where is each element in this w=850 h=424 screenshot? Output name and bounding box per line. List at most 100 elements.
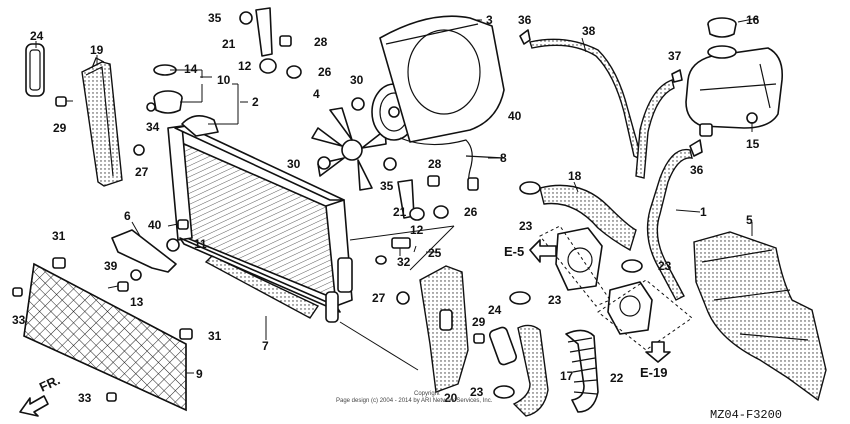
callout-20: 20: [444, 391, 458, 405]
callout-31-a: 31: [52, 229, 66, 243]
part-1-siphon-hose: [635, 79, 693, 301]
callout-3: 3: [486, 13, 493, 27]
callout-6: 6: [124, 209, 131, 223]
callout-1: 1: [700, 205, 707, 219]
callout-37: 37: [668, 49, 682, 63]
callout-31-b: 31: [208, 329, 222, 343]
part-15-reserve-tank: [685, 45, 784, 137]
part-17-hose: [512, 324, 549, 417]
callout-34: 34: [146, 120, 160, 134]
callout-8: 8: [500, 151, 507, 165]
water-pump-housing-b: [607, 281, 653, 335]
part-36-clip-b: [689, 139, 703, 157]
part-26-collar-b: [433, 205, 449, 219]
copyright-label: Copyright: [414, 391, 440, 397]
part-40-bolt-a: [167, 219, 189, 230]
e19-reference-arrow: [645, 341, 671, 363]
reference-e19: E-19: [640, 365, 667, 380]
callout-40-b: 40: [148, 218, 162, 232]
part-25-switch: [391, 237, 411, 256]
callout-23-d: 23: [470, 385, 484, 399]
part-35-nut-a: [239, 11, 253, 25]
part-23-clamp-b: [621, 259, 643, 273]
part-34-screw: [146, 102, 156, 112]
callout-21-a: 21: [222, 37, 236, 51]
reference-e5: E-5: [504, 244, 524, 259]
copyright-line: Page design (c) 2004 - 2014 by ARI Netwo…: [336, 398, 493, 404]
part-19-shroud: [81, 57, 123, 187]
part-13-collar: [130, 269, 142, 281]
part-23-clamp-c: [509, 291, 531, 305]
callout-27-b: 27: [372, 291, 386, 305]
part-30-nut-b: [317, 156, 331, 170]
part-22-bellows-hose: [565, 329, 599, 413]
callout-21-b: 21: [393, 205, 407, 219]
callout-15: 15: [746, 137, 760, 151]
callout-35-a: 35: [208, 11, 222, 25]
callout-27-a: 27: [135, 165, 149, 179]
part-24-pad: [25, 43, 45, 97]
part-33-bolt-a: [12, 287, 23, 297]
part-35-nut-b: [383, 157, 397, 171]
callout-26-a: 26: [318, 65, 332, 79]
part-30-nut-a: [351, 97, 365, 111]
part-33-bolt-b: [106, 392, 117, 402]
callout-23-a: 23: [519, 219, 533, 233]
part-11-grommet: [166, 238, 180, 252]
part-38-breather-hose: [529, 38, 644, 162]
part-20-lower-cover: [419, 265, 469, 393]
callout-24-b: 24: [488, 303, 502, 317]
callout-38: 38: [582, 24, 596, 38]
callout-29-b: 29: [472, 315, 486, 329]
callout-33-b: 33: [78, 391, 92, 405]
water-pump-housing-a: [555, 227, 603, 291]
callout-18: 18: [568, 169, 582, 183]
callout-4: 4: [313, 87, 320, 101]
part-18-hose: [539, 184, 637, 252]
callout-14: 14: [184, 62, 198, 76]
part-12-grommet-b: [409, 207, 425, 221]
callout-19: 19: [90, 43, 104, 57]
callout-36-b: 36: [690, 163, 704, 177]
part-29-bolt: [55, 96, 73, 107]
callout-26-b: 26: [464, 205, 478, 219]
part-16-reserve-cap: [707, 17, 737, 38]
part-27-grommet-a: [133, 144, 145, 156]
part-28-bolt-a: [279, 35, 292, 47]
leader-lines: [35, 17, 759, 374]
callout-35-b: 35: [380, 179, 394, 193]
part-12-grommet-a: [259, 58, 277, 74]
callout-28-b: 28: [428, 157, 442, 171]
part-8-harness: [399, 137, 505, 191]
part-37-clip: [671, 69, 683, 83]
part-36-clip-a: [519, 29, 531, 45]
part-7-plate: [204, 255, 320, 319]
callout-30-a: 30: [350, 73, 364, 87]
part-23-clamp-a: [519, 181, 541, 195]
callout-17: 17: [560, 369, 574, 383]
callout-23-c: 23: [548, 293, 562, 307]
callout-39: 39: [104, 259, 118, 273]
callout-12-b: 12: [410, 223, 424, 237]
front-label: FR.: [37, 372, 62, 394]
part-23-clamp-d: [493, 385, 515, 399]
part-29-bolt-b: [473, 333, 485, 344]
part-26-collar-a: [286, 65, 302, 79]
front-direction-arrow: [19, 395, 49, 417]
part-21-bracket-a: [255, 7, 273, 57]
callout-2: 2: [252, 95, 259, 109]
callout-10: 10: [217, 73, 231, 87]
callout-23-b: 23: [658, 259, 672, 273]
part-10-radiator-cap: [153, 90, 183, 114]
part-32-o-ring: [375, 255, 387, 265]
part-3-fan-shroud: [379, 15, 505, 143]
callout-7: 7: [262, 339, 269, 353]
callout-30-b: 30: [287, 157, 301, 171]
callout-9: 9: [196, 367, 203, 381]
part-27-grommet-b: [396, 291, 410, 305]
part-28-bolt-b: [427, 175, 440, 187]
callout-16: 16: [746, 13, 760, 27]
part-39-bolt: [107, 281, 129, 292]
callout-32: 32: [397, 255, 411, 269]
